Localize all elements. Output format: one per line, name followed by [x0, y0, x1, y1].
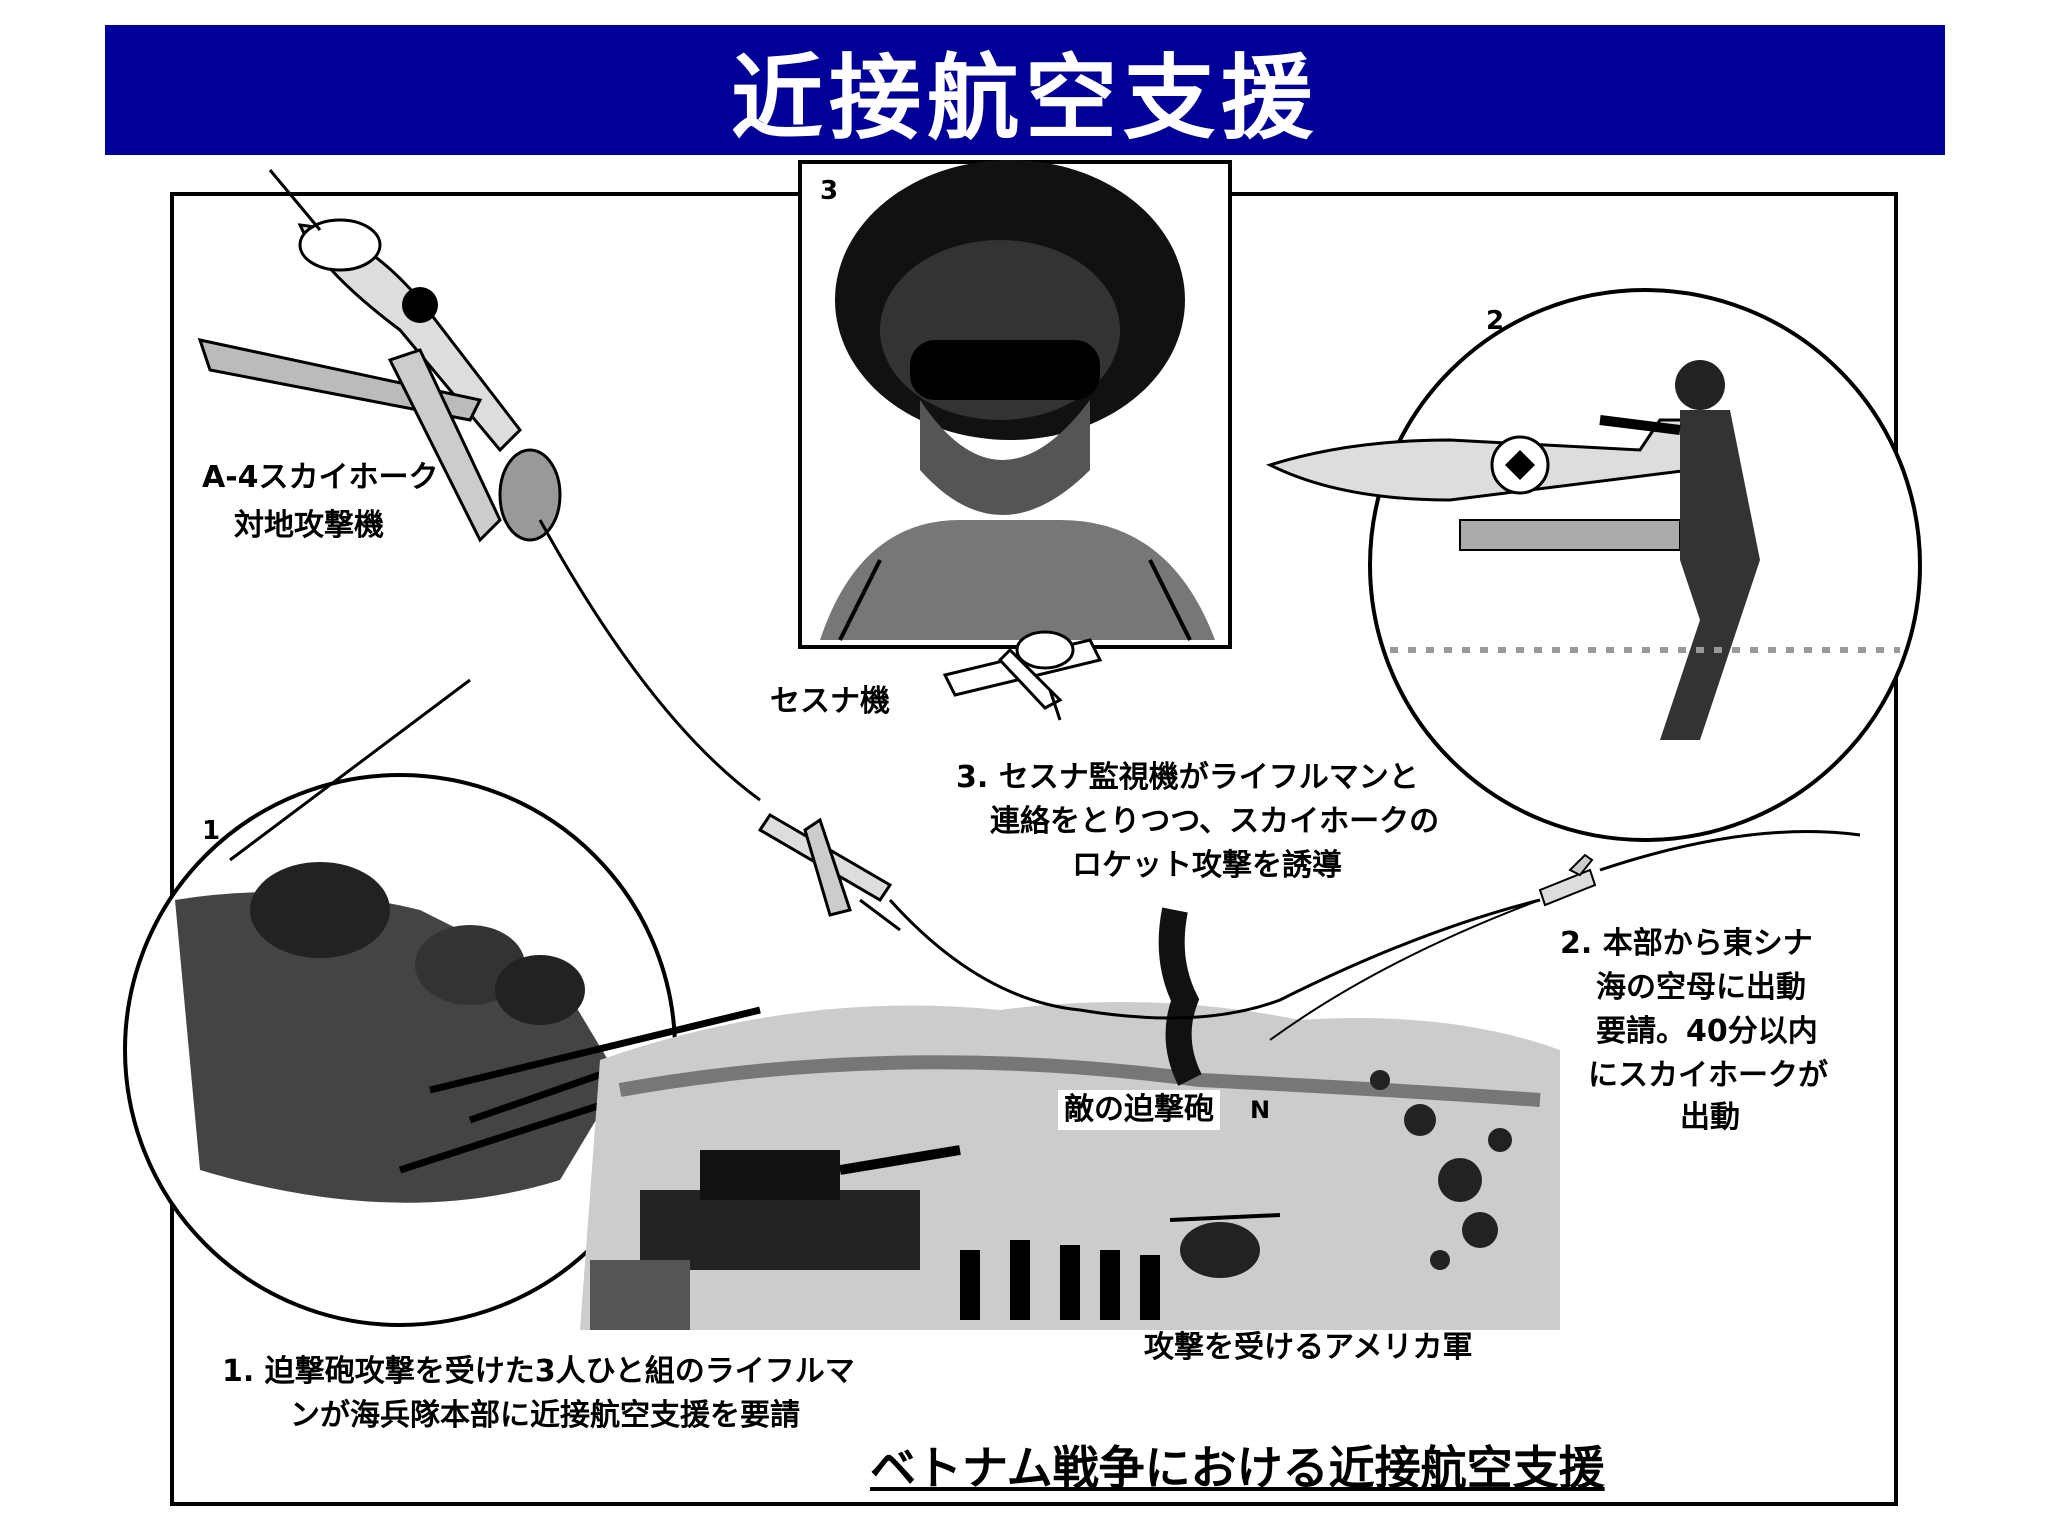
approaching-jet-small: [1538, 853, 1597, 907]
step2-line1: 2. 本部から東シナ: [1560, 926, 1813, 961]
carrier-deck-panel: [1265, 288, 1922, 842]
step3-line2: 連絡をとりつつ、スカイホークの: [990, 804, 1440, 839]
panel-number-2: 2: [1486, 306, 1505, 336]
enemy-mortar-label: 敵の迫撃砲: [1058, 1090, 1220, 1130]
riflemen-panel: [123, 678, 761, 1327]
enemy-mortar-mark: N: [1250, 1096, 1271, 1124]
title-banner: 近接航空支援: [105, 25, 1945, 155]
cessna-plane: [942, 630, 1103, 721]
flight-path: [538, 519, 1861, 1041]
step2-line3: 要請。40分以内: [1596, 1014, 1818, 1049]
us-army-label: 攻撃を受けるアメリカ軍: [1144, 1330, 1473, 1365]
a4-label-line2: 対地攻撃機: [234, 508, 384, 543]
step3-line1: 3. セスナ監視機がライフルマンと: [956, 760, 1419, 795]
footer-caption: ベトナム戦争における近接航空支援: [870, 1441, 1605, 1495]
page-title: 近接航空支援: [730, 44, 1319, 152]
step3-line3: ロケット攻撃を誘導: [1072, 848, 1342, 883]
step1-line2: ンが海兵隊本部に近接航空支援を要請: [290, 1398, 800, 1433]
panel-number-3: 3: [820, 176, 839, 206]
a4-label-line1: A-4スカイホーク: [202, 460, 439, 495]
step2-line4: にスカイホークが: [1588, 1058, 1828, 1093]
cessna-label: セスナ機: [770, 684, 890, 719]
battlefield-scene: [580, 907, 1560, 1330]
a4-skyhawk-jet: [197, 169, 562, 543]
panel-number-1: 1: [202, 816, 221, 846]
step2-line5: 出動: [1680, 1100, 1740, 1135]
diving-jet-small: [757, 812, 901, 932]
step1-line1: 1. 迫撃砲攻撃を受けた3人ひと組のライフルマ: [222, 1354, 855, 1389]
pilot-portrait-panel: [798, 160, 1232, 649]
step2-line2: 海の空母に出動: [1596, 970, 1806, 1005]
